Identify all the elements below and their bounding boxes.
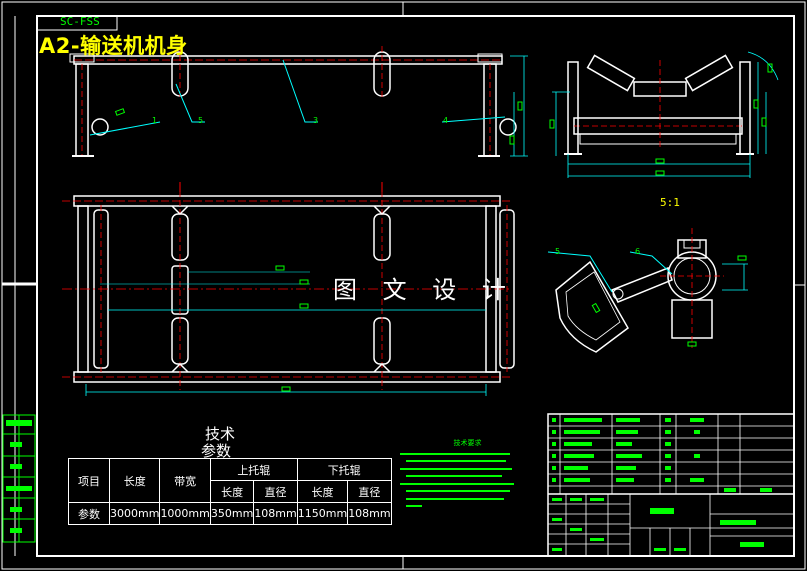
drawing-code: SC-FSS — [60, 15, 100, 28]
value-lower-diameter: 108mm — [347, 502, 392, 525]
detail-view — [547, 228, 748, 353]
value-upper-length: 350mm — [209, 502, 255, 525]
balloon-1: 1 — [152, 116, 157, 125]
balloon-5: 5 — [198, 116, 203, 125]
side-view — [549, 51, 779, 178]
header-length: 长度 — [108, 458, 161, 503]
watermark-text: 图 文 设 计 — [333, 276, 515, 304]
code-box — [36, 15, 118, 31]
params-caption-line2: 参数 — [201, 442, 232, 460]
params-caption-line1: 技术 — [204, 425, 235, 443]
params-caption: 技术 参数 — [68, 426, 372, 460]
balloon-4: 4 — [443, 116, 448, 125]
sub-upper-length: 长度 — [209, 480, 255, 503]
header-upper-idler: 上托辊 — [209, 458, 298, 481]
sub-upper-diameter: 直径 — [253, 480, 298, 503]
left-stamp-marks — [6, 420, 32, 533]
header-item: 项目 — [68, 458, 110, 503]
sub-lower-length: 长度 — [296, 480, 349, 503]
detail-scale-label: 5:1 — [660, 196, 680, 209]
plan-view — [62, 182, 515, 396]
title-block — [547, 413, 795, 557]
value-bandwidth: 1000mm — [159, 502, 211, 525]
value-lower-length: 1150mm — [296, 502, 349, 525]
balloon-3: 3 — [313, 116, 318, 125]
balloon-detail-6: 6 — [635, 247, 640, 256]
value-upper-diameter: 108mm — [253, 502, 298, 525]
header-bandwidth: 带宽 — [159, 458, 211, 503]
technical-parameters-table: 项目 长度 带宽 上托辊 下托辊 长度 直径 长度 直径 参数 3000mm 1… — [68, 458, 392, 525]
drawing-title: A2-输送机机身 — [39, 34, 188, 58]
sub-lower-diameter: 直径 — [347, 480, 392, 503]
balloon-detail-5: 5 — [555, 247, 560, 256]
technical-requirements-heading: 技术要求 — [453, 439, 482, 447]
front-view — [69, 46, 528, 157]
inner-frame — [36, 15, 795, 557]
technical-requirements-body — [400, 453, 514, 507]
technical-requirements: 技术要求 — [400, 440, 535, 522]
left-stamp-table — [2, 414, 36, 543]
row-label: 参数 — [68, 502, 110, 525]
value-length: 3000mm — [108, 502, 161, 525]
header-lower-idler: 下托辊 — [296, 458, 392, 481]
